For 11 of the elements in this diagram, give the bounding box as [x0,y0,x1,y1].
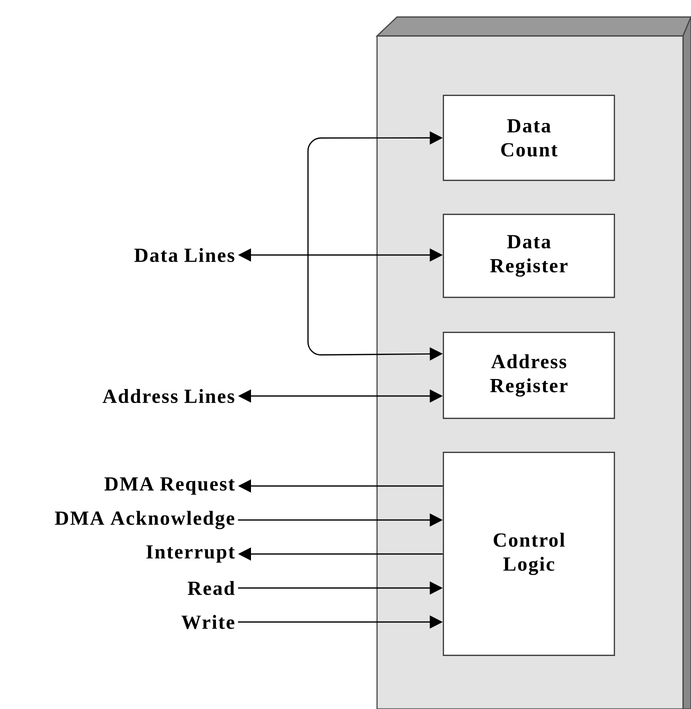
signal-label: DMA Acknowledge [54,510,234,530]
register-box: Address Register [442,332,615,419]
signal-label: Address Lines [102,388,234,404]
register-box: Data Register [442,214,615,298]
signal-label: DMA Request [104,477,235,495]
signal-label: Write [181,614,234,630]
register-box: Control Logic [442,452,615,656]
signal-label: Read [188,580,235,596]
register-box: Data Count [442,94,615,181]
signal-label: Data Lines [134,248,234,262]
signal-label: Interrupt [146,545,235,563]
